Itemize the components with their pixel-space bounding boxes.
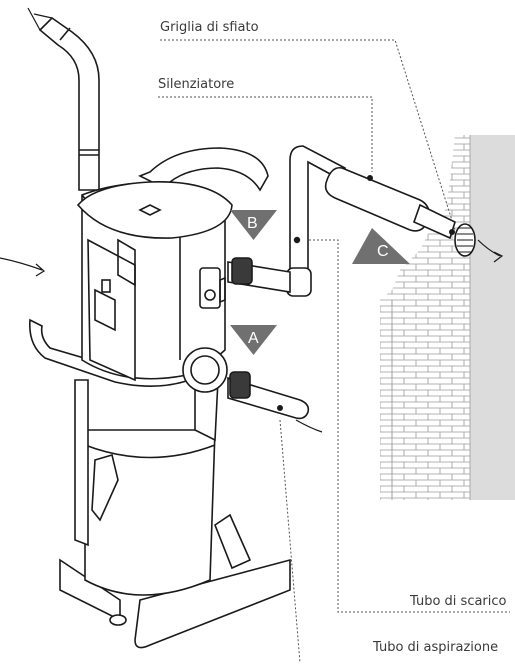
label-exhaust-pipe: Tubo di scarico — [410, 594, 507, 609]
curved-arrow-icon — [138, 147, 269, 196]
dust-container — [84, 429, 216, 596]
outlet-connection — [227, 236, 301, 293]
wall — [380, 135, 515, 500]
leader-silencer — [158, 96, 373, 172]
leader-lines — [158, 39, 510, 664]
vacuum-unit — [28, 181, 291, 649]
exhaust-assembly — [286, 145, 504, 297]
marker-a-shape — [230, 325, 277, 355]
leader-exhaust-pipe — [305, 239, 510, 613]
inlet-connection — [227, 371, 323, 433]
inlet-airflow-icon — [0, 257, 46, 277]
label-vent-grille: Griglia di sfiato — [160, 20, 259, 35]
marker-c-shape — [352, 228, 410, 264]
leader-suction-pipe — [279, 419, 301, 664]
suction-airflow-icon — [295, 419, 323, 433]
top-lid — [76, 181, 233, 239]
top-pipe — [27, 7, 100, 191]
exhaust-pipe — [289, 145, 346, 281]
label-suction-pipe: Tubo di aspirazione — [373, 640, 499, 655]
airflow-arrow-icon — [477, 239, 504, 263]
base-stand — [134, 558, 291, 649]
marker-a-label: A — [248, 330, 259, 347]
marker-b-label: B — [247, 215, 258, 232]
marker-b-shape — [230, 210, 277, 240]
marker-c-label: C — [377, 243, 389, 260]
label-silencer: Silenziatore — [158, 77, 235, 92]
control-panel — [87, 238, 136, 382]
